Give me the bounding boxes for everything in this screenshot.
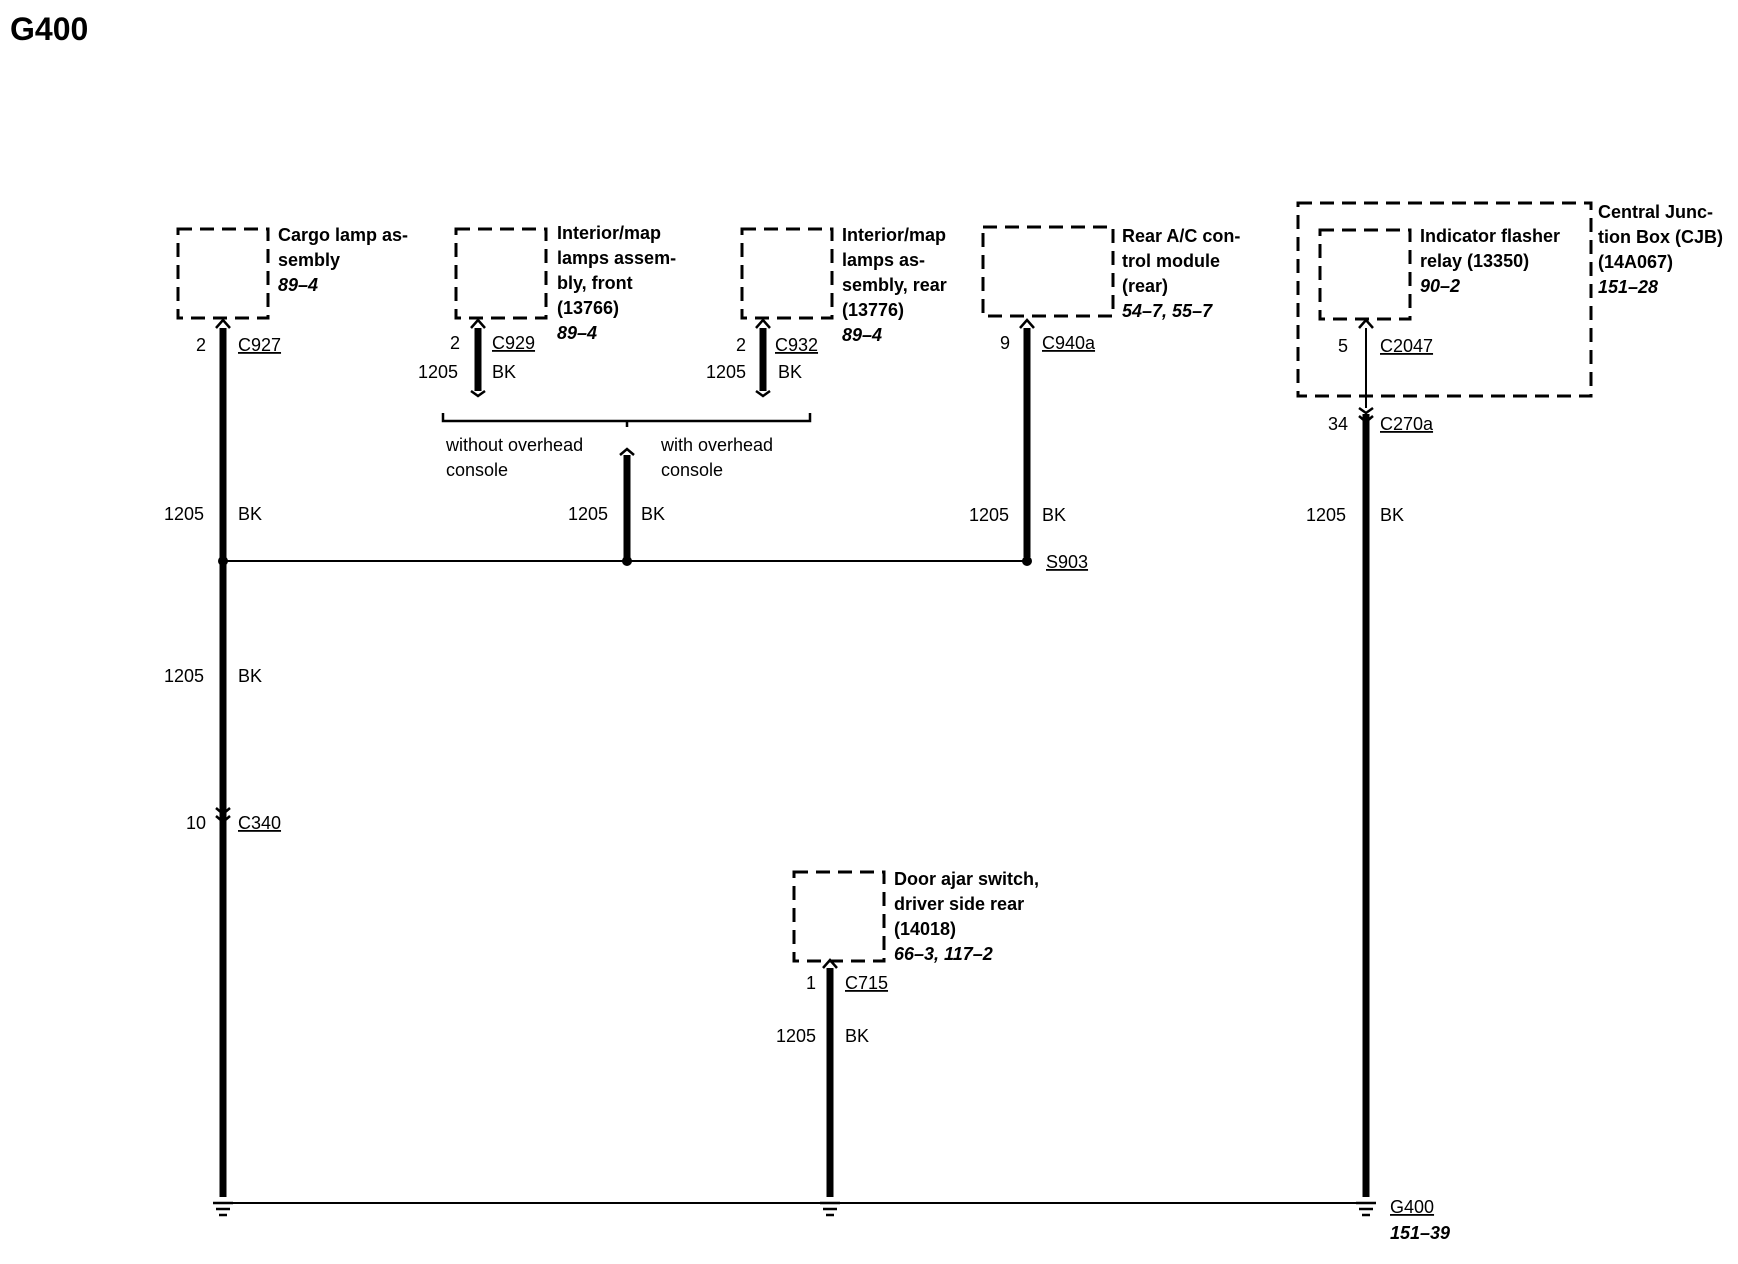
map-front-name-4: (13766) bbox=[557, 298, 619, 318]
connector-mark-c2047 bbox=[1358, 318, 1374, 329]
rear-ac-name-2: trol module bbox=[1122, 251, 1220, 271]
cargo-lamp-pin: 2 bbox=[196, 335, 206, 355]
cargo-upper-circuit: 1205 bbox=[164, 504, 204, 524]
map-front-name-2: lamps assem- bbox=[557, 248, 676, 268]
splice-dot-left bbox=[218, 556, 228, 566]
c340-pin: 10 bbox=[186, 813, 206, 833]
door-ajar-color: BK bbox=[845, 1026, 869, 1046]
map-rear-circuit: 1205 bbox=[706, 362, 746, 382]
wire-end-map-front bbox=[470, 389, 486, 398]
connector-mark-c340 bbox=[215, 815, 231, 824]
map-rear-box bbox=[740, 227, 834, 320]
middle-color: BK bbox=[641, 504, 665, 524]
map-rear-name-3: sembly, rear bbox=[842, 275, 947, 295]
cjb-name-1: Central Junc- bbox=[1598, 202, 1713, 222]
cargo-lamp-name-1: Cargo lamp as- bbox=[278, 225, 408, 245]
option-bracket bbox=[441, 413, 812, 427]
c340-connector: C340 bbox=[238, 813, 281, 833]
cjb-name-2: tion Box (CJB) bbox=[1598, 227, 1723, 247]
with-console-label-1: with overhead bbox=[660, 435, 773, 455]
wire-end-middle bbox=[619, 447, 635, 456]
splice-label: S903 bbox=[1046, 552, 1088, 572]
splice-dot-s903 bbox=[1022, 556, 1032, 566]
connector-mark-c270a-top bbox=[1358, 406, 1374, 415]
middle-circuit: 1205 bbox=[568, 504, 608, 524]
splice-dot-middle bbox=[622, 556, 632, 566]
map-rear-name-4: (13776) bbox=[842, 300, 904, 320]
flasher-box bbox=[1318, 228, 1412, 321]
connector-mark-c715 bbox=[822, 958, 838, 969]
ground-symbol-middle bbox=[820, 1201, 840, 1217]
map-front-box bbox=[454, 227, 548, 320]
map-front-name-3: bly, front bbox=[557, 273, 633, 293]
map-rear-pin: 2 bbox=[736, 335, 746, 355]
door-ajar-connector: C715 bbox=[845, 973, 888, 993]
connector-mark-c927 bbox=[215, 318, 231, 329]
map-front-connector: C929 bbox=[492, 333, 535, 353]
ground-symbol-left bbox=[213, 1201, 233, 1217]
rear-ac-circuit: 1205 bbox=[969, 505, 1009, 525]
flasher-connector: C2047 bbox=[1380, 336, 1433, 356]
map-rear-connector: C932 bbox=[775, 335, 818, 355]
ground-symbol-right bbox=[1356, 1201, 1376, 1217]
cargo-lower-circuit: 1205 bbox=[164, 666, 204, 686]
map-rear-name-2: lamps as- bbox=[842, 250, 925, 270]
page-title: G400 bbox=[10, 11, 88, 47]
door-ajar-name-2: driver side rear bbox=[894, 894, 1024, 914]
cargo-lamp-ref: 89–4 bbox=[278, 275, 318, 295]
connector-mark-c270a bbox=[1358, 415, 1374, 424]
door-ajar-box bbox=[792, 870, 886, 963]
cargo-lamp-connector: C927 bbox=[238, 335, 281, 355]
map-front-name-1: Interior/map bbox=[557, 223, 661, 243]
without-console-label-1: without overhead bbox=[445, 435, 583, 455]
flasher-ref: 90–2 bbox=[1420, 276, 1460, 296]
map-rear-name-1: Interior/map bbox=[842, 225, 946, 245]
door-ajar-circuit: 1205 bbox=[776, 1026, 816, 1046]
with-console-label-2: console bbox=[661, 460, 723, 480]
ground-label: G400 bbox=[1390, 1197, 1434, 1217]
cargo-upper-color: BK bbox=[238, 504, 262, 524]
without-console-label-2: console bbox=[446, 460, 508, 480]
connector-mark-c932 bbox=[755, 318, 771, 329]
rear-ac-ref: 54–7, 55–7 bbox=[1122, 301, 1213, 321]
connector-mark-c929 bbox=[470, 318, 486, 329]
map-front-color: BK bbox=[492, 362, 516, 382]
cjb-circuit: 1205 bbox=[1306, 505, 1346, 525]
map-rear-color: BK bbox=[778, 362, 802, 382]
flasher-pin: 5 bbox=[1338, 336, 1348, 356]
rear-ac-connector: C940a bbox=[1042, 333, 1096, 353]
rear-ac-name-3: (rear) bbox=[1122, 276, 1168, 296]
cargo-lamp-box bbox=[176, 227, 270, 320]
map-front-ref: 89–4 bbox=[557, 323, 597, 343]
ground-ref: 151–39 bbox=[1390, 1223, 1450, 1243]
wire-end-map-rear bbox=[755, 389, 771, 398]
map-rear-ref: 89–4 bbox=[842, 325, 882, 345]
door-ajar-name-1: Door ajar switch, bbox=[894, 869, 1039, 889]
rear-ac-box bbox=[981, 225, 1115, 318]
cjb-name-3: (14A067) bbox=[1598, 252, 1673, 272]
flasher-name-1: Indicator flasher bbox=[1420, 226, 1560, 246]
cargo-lamp-name-2: sembly bbox=[278, 250, 340, 270]
door-ajar-pin: 1 bbox=[806, 973, 816, 993]
rear-ac-color: BK bbox=[1042, 505, 1066, 525]
rear-ac-pin: 9 bbox=[1000, 333, 1010, 353]
cjb-connector: C270a bbox=[1380, 414, 1434, 434]
connector-mark-c940a bbox=[1019, 318, 1035, 329]
door-ajar-ref: 66–3, 117–2 bbox=[894, 944, 993, 964]
door-ajar-name-3: (14018) bbox=[894, 919, 956, 939]
cjb-ref: 151–28 bbox=[1598, 277, 1658, 297]
cjb-color: BK bbox=[1380, 505, 1404, 525]
rear-ac-name-1: Rear A/C con- bbox=[1122, 226, 1240, 246]
map-front-pin: 2 bbox=[450, 333, 460, 353]
flasher-name-2: relay (13350) bbox=[1420, 251, 1529, 271]
connector-mark-c340-top bbox=[215, 807, 231, 816]
cjb-pin: 34 bbox=[1328, 414, 1348, 434]
cargo-lower-color: BK bbox=[238, 666, 262, 686]
map-front-circuit: 1205 bbox=[418, 362, 458, 382]
